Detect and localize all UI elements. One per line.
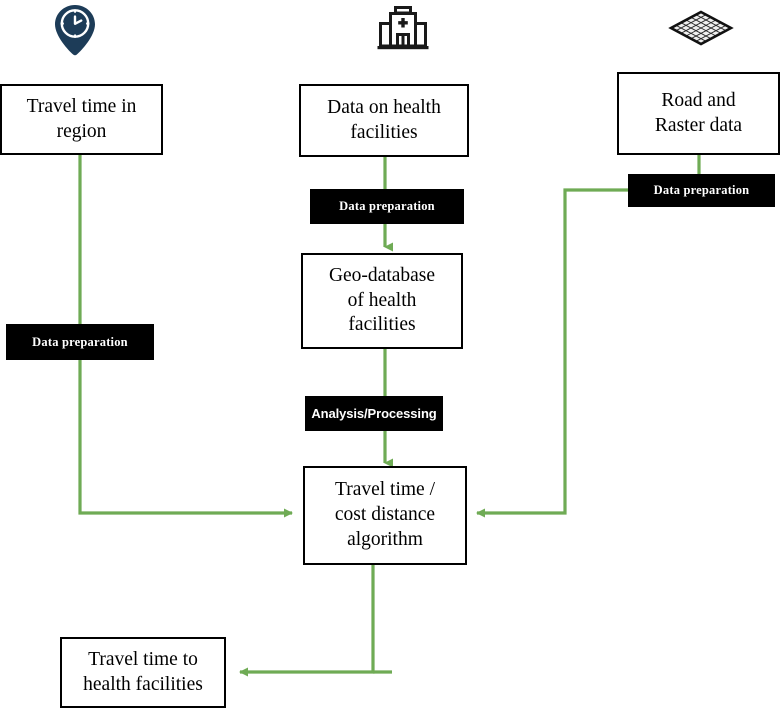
- box-travel-time-region[interactable]: Travel time in region: [0, 84, 163, 155]
- chip-data-preparation-center[interactable]: Data preparation: [310, 189, 464, 224]
- chip-analysis-processing-label: Analysis/Processing: [311, 406, 437, 421]
- chip-data-preparation-right[interactable]: Data preparation: [628, 174, 775, 207]
- edge-algorithm-to-output: [239, 565, 375, 677]
- chip-data-preparation-right-label: Data preparation: [653, 183, 750, 197]
- box-data-health-facilities[interactable]: Data on health facilities: [299, 84, 469, 157]
- hospital-building-icon: [375, 4, 431, 52]
- box-road-raster-data-label: Road and Raster data: [654, 89, 743, 136]
- box-geo-database[interactable]: Geo-database of health facilities: [301, 253, 463, 349]
- chip-data-preparation-left[interactable]: Data preparation: [6, 324, 154, 360]
- box-algorithm-label: Travel time / cost distance algorithm: [334, 479, 436, 550]
- chip-analysis-processing[interactable]: Analysis/Processing: [305, 396, 443, 431]
- box-road-raster-data[interactable]: Road and Raster data: [617, 72, 780, 155]
- raster-grid-icon: [665, 6, 737, 50]
- edge-chip-to-algorithm-left: [78, 359, 293, 518]
- box-algorithm[interactable]: Travel time / cost distance algorithm: [303, 466, 467, 565]
- edge-chip-to-algorithm-right: [476, 188, 628, 518]
- box-data-health-facilities-label: Data on health facilities: [327, 96, 441, 143]
- box-travel-time-region-label: Travel time in region: [26, 95, 137, 142]
- clock-map-pin-icon: [52, 4, 98, 56]
- box-travel-time-output[interactable]: Travel time to health facilities: [60, 637, 226, 708]
- box-travel-time-output-label: Travel time to health facilities: [83, 648, 203, 695]
- box-geo-database-label: Geo-database of health facilities: [328, 264, 436, 336]
- chip-data-preparation-center-label: Data preparation: [339, 199, 435, 213]
- chip-data-preparation-left-label: Data preparation: [32, 334, 128, 349]
